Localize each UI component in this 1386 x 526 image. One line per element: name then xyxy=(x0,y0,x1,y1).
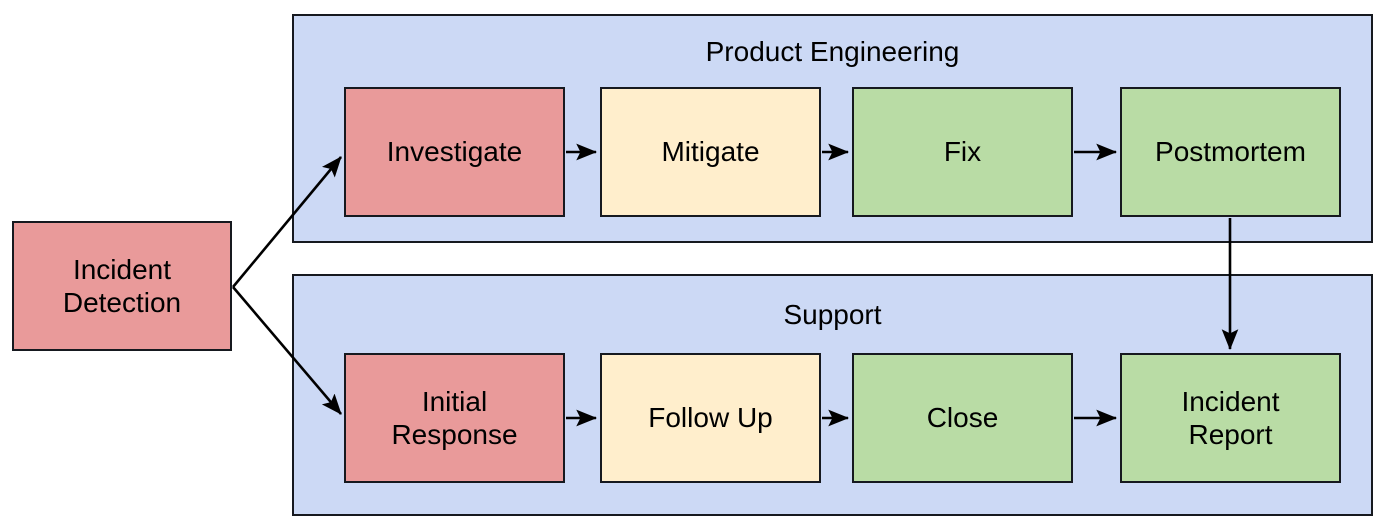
node-label: Follow Up xyxy=(648,402,773,434)
node-label-line1: Incident xyxy=(72,253,172,285)
swimlane-title-support: Support xyxy=(783,299,882,330)
node-label-line1: Initial xyxy=(421,385,488,417)
node-fix[interactable]: Fix xyxy=(852,87,1073,217)
node-label-line2: Report xyxy=(1188,419,1273,450)
node-mitigate[interactable]: Mitigate xyxy=(600,87,821,217)
node-label: Postmortem xyxy=(1155,136,1306,168)
node-label: Incident Detection xyxy=(63,253,181,319)
node-label-line2: Response xyxy=(391,419,518,450)
node-label: Close xyxy=(926,402,999,434)
node-label-line2: Detection xyxy=(62,287,182,318)
node-close[interactable]: Close xyxy=(852,353,1073,483)
node-label: Fix xyxy=(943,136,982,168)
node-label-line1: Incident xyxy=(1181,385,1280,417)
node-follow-up[interactable]: Follow Up xyxy=(600,353,821,483)
node-postmortem[interactable]: Postmortem xyxy=(1120,87,1341,217)
swimlane-title-product-engineering: Product Engineering xyxy=(705,36,960,67)
node-label: Investigate xyxy=(386,136,523,168)
node-label: Initial Response xyxy=(391,385,517,451)
node-incident-report[interactable]: Incident Report xyxy=(1120,353,1341,483)
node-label: Mitigate xyxy=(661,136,760,168)
node-investigate[interactable]: Investigate xyxy=(344,87,565,217)
node-initial-response[interactable]: Initial Response xyxy=(344,353,565,483)
node-label: Incident Report xyxy=(1181,385,1279,451)
node-incident-detection[interactable]: Incident Detection xyxy=(12,221,232,351)
